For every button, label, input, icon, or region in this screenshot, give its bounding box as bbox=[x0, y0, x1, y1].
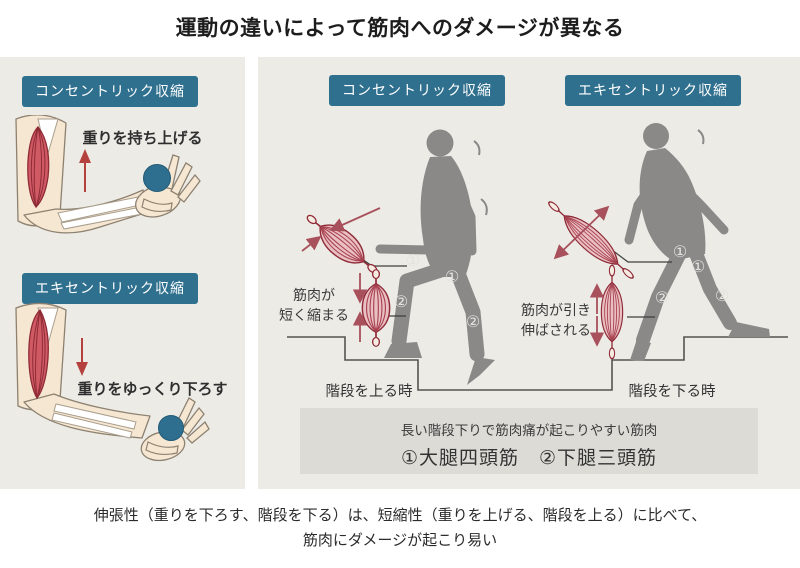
lower-arrow-icon bbox=[76, 338, 88, 376]
stairs-up-label: 階段を上る時 bbox=[325, 384, 413, 400]
arm-lifting-illustration bbox=[15, 115, 201, 234]
quadriceps-marker: ① bbox=[690, 259, 706, 276]
staircase-outline bbox=[287, 336, 788, 391]
climbing-figure-silhouette bbox=[375, 129, 495, 385]
quadriceps-marker: ① bbox=[405, 253, 421, 270]
calf-contracting-spindle bbox=[361, 268, 391, 348]
contraction-arrows-icon bbox=[301, 207, 381, 342]
eccentric-header-left: エキセントリック収縮 bbox=[22, 273, 198, 304]
muscle-stretch-label: 筋肉が引き 伸ばされる bbox=[521, 302, 591, 338]
concentric-header-right: コンセントリック収縮 bbox=[329, 75, 505, 106]
left-panel: コンセントリック収縮 bbox=[0, 57, 245, 489]
eccentric-header-right: エキセントリック収縮 bbox=[565, 75, 741, 106]
biceps-muscle-stretched bbox=[28, 308, 49, 400]
descending-figure-silhouette bbox=[624, 123, 770, 361]
stairs-down-label: 階段を下る時 bbox=[628, 384, 716, 400]
weight-ball bbox=[143, 164, 171, 192]
info-box-line2: ①大腿四頭筋 ②下腿三頭筋 bbox=[400, 448, 658, 469]
biceps-muscle bbox=[27, 126, 50, 208]
lift-caption: 重りを持ち上げる bbox=[82, 130, 203, 147]
info-box-line1: 長い階段下りで筋肉痛が起こりやすい筋肉 bbox=[400, 423, 658, 438]
arm-lowering-illustration bbox=[15, 302, 210, 462]
weight-ball bbox=[158, 415, 184, 441]
triceps-surae-marker: ② bbox=[393, 294, 409, 311]
concentric-header-left: コンセントリック収縮 bbox=[22, 76, 198, 107]
quadriceps-marker: ① bbox=[672, 244, 688, 261]
triceps-surae-marker: ② bbox=[654, 290, 670, 307]
lift-arrow-icon bbox=[79, 149, 91, 192]
quadriceps-marker: ① bbox=[444, 269, 460, 286]
page-title: 運動の違いによって筋肉へのダメージが異なる bbox=[175, 17, 625, 40]
lower-caption: 重りをゆっくり下ろす bbox=[77, 381, 228, 398]
sore-muscles-info-box: 長い階段下りで筋肉痛が起こりやすい筋肉 ①大腿四頭筋 ②下腿三頭筋 bbox=[300, 408, 758, 474]
thumb bbox=[145, 441, 179, 456]
thumb bbox=[141, 198, 173, 213]
footnote: 伸張性（重りを下ろす、階段を下る）は、短縮性（重りを上げる、階段を上る）に比べて… bbox=[0, 503, 800, 553]
triceps-surae-marker: ② bbox=[714, 288, 730, 305]
stretch-arrows-icon bbox=[553, 205, 610, 347]
stairs-scene bbox=[287, 123, 788, 391]
muscle-shorten-label: 筋肉が 短く縮まる bbox=[279, 287, 349, 323]
footnote-line1: 伸張性（重りを下ろす、階段を下る）は、短縮性（重りを上げる、階段を上る）に比べて… bbox=[93, 507, 707, 524]
footnote-line2: 筋肉にダメージが起こり易い bbox=[302, 532, 498, 549]
triceps-surae-marker: ② bbox=[465, 314, 481, 331]
right-panel: コンセントリック収縮 エキセントリック収縮 筋肉が 短く縮まる 筋肉が引き 伸ば… bbox=[258, 57, 800, 489]
